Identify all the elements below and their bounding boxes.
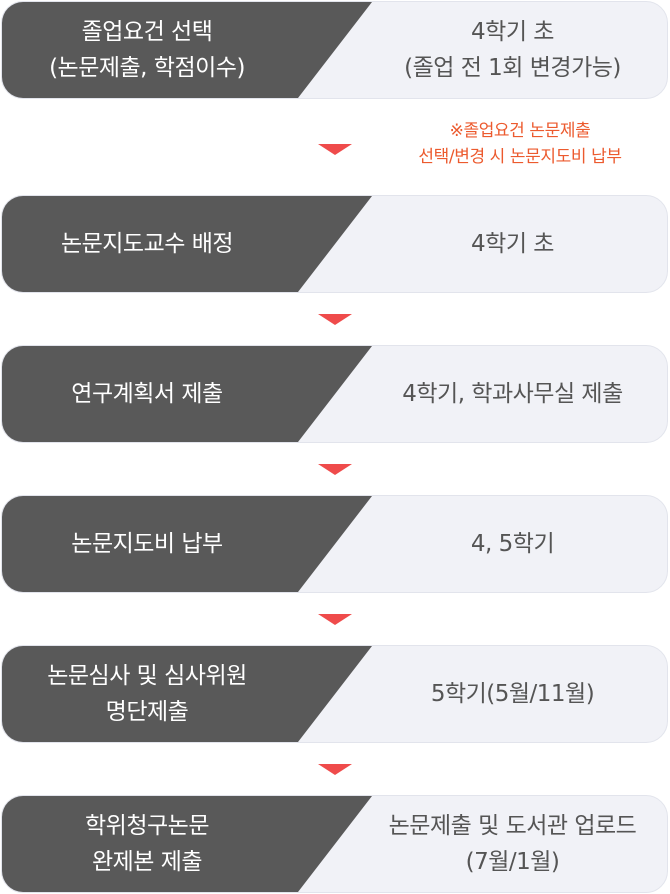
step-detail: 4, 5학기 <box>362 496 663 592</box>
step-detail-line: (졸업 전 1회 변경가능) <box>404 55 621 81</box>
down-arrow-icon <box>318 144 352 155</box>
step-detail-line: 4, 5학기 <box>470 531 555 557</box>
down-arrow-icon <box>318 464 352 475</box>
step-3-research-plan: 연구계획서 제출 4학기, 학과사무실 제출 <box>1 345 668 443</box>
step-title: 논문지도비 납부 <box>2 496 292 592</box>
step-title: 논문심사 및 심사위원 명단제출 <box>2 646 292 742</box>
step-detail: 논문제출 및 도서관 업로드 (7월/1월) <box>362 796 663 892</box>
step-detail-line: 4학기 초 <box>471 231 554 257</box>
step-detail-line: 논문제출 및 도서관 업로드 <box>388 813 637 839</box>
note-thesis-fee: ※졸업요건 논문제출 선택/변경 시 논문지도비 납부 <box>385 118 655 170</box>
step-title-line: 논문지도교수 배정 <box>60 231 234 257</box>
step-title-line: 졸업요건 선택 <box>81 19 213 45</box>
step-title: 학위청구논문 완제본 제출 <box>2 796 292 892</box>
step-title-line: (논문제출, 학점이수) <box>49 55 245 81</box>
step-detail: 4학기, 학과사무실 제출 <box>362 346 663 442</box>
down-arrow-icon <box>318 614 352 625</box>
step-1-select-graduation-requirement: 졸업요건 선택 (논문제출, 학점이수) 4학기 초 (졸업 전 1회 변경가능… <box>1 1 668 99</box>
down-arrow-icon <box>318 314 352 325</box>
step-title: 논문지도교수 배정 <box>2 196 292 292</box>
step-detail-line: (7월/1월) <box>465 849 560 875</box>
step-detail: 4학기 초 (졸업 전 1회 변경가능) <box>362 2 663 98</box>
step-5-thesis-review: 논문심사 및 심사위원 명단제출 5학기(5월/11월) <box>1 645 668 743</box>
step-title-line: 완제본 제출 <box>91 849 203 875</box>
step-detail-line: 5학기(5월/11월) <box>430 681 595 707</box>
step-title-line: 연구계획서 제출 <box>71 381 223 407</box>
step-title-line: 논문심사 및 심사위원 <box>47 663 247 689</box>
step-title-line: 명단제출 <box>105 699 189 725</box>
step-detail: 4학기 초 <box>362 196 663 292</box>
note-line: ※졸업요건 논문제출 <box>449 121 591 141</box>
step-4-advising-fee: 논문지도비 납부 4, 5학기 <box>1 495 668 593</box>
step-title: 연구계획서 제출 <box>2 346 292 442</box>
down-arrow-icon <box>318 764 352 775</box>
step-6-final-thesis-submission: 학위청구논문 완제본 제출 논문제출 및 도서관 업로드 (7월/1월) <box>1 795 668 893</box>
step-title: 졸업요건 선택 (논문제출, 학점이수) <box>2 2 292 98</box>
step-detail-line: 4학기, 학과사무실 제출 <box>402 381 623 407</box>
note-line: 선택/변경 시 논문지도비 납부 <box>418 147 622 167</box>
step-title-line: 논문지도비 납부 <box>71 531 223 557</box>
step-2-advisor-assignment: 논문지도교수 배정 4학기 초 <box>1 195 668 293</box>
step-detail-line: 4학기 초 <box>471 19 554 45</box>
step-detail: 5학기(5월/11월) <box>362 646 663 742</box>
step-title-line: 학위청구논문 <box>85 813 209 839</box>
